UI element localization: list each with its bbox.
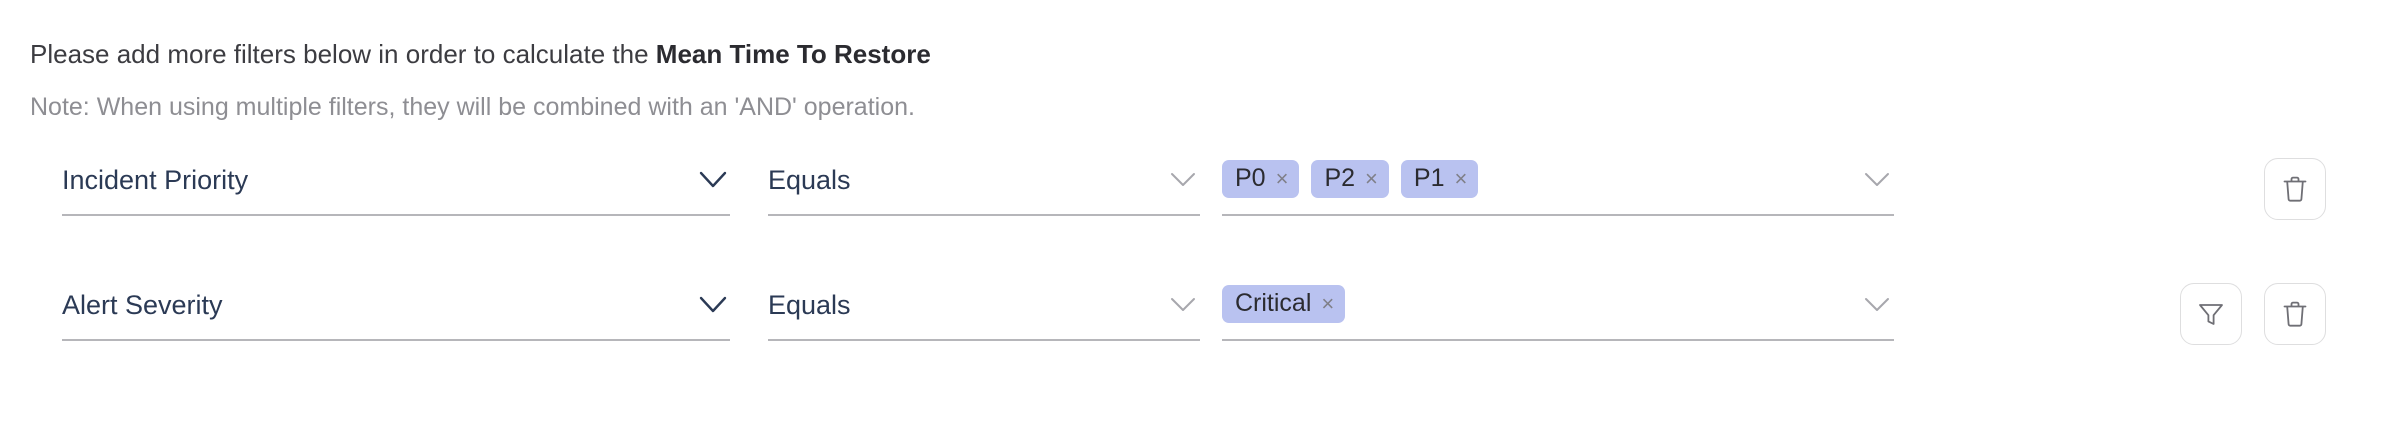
- operator-select[interactable]: Equals: [768, 150, 1200, 216]
- value-chip-label: P0: [1235, 164, 1266, 192]
- value-chip[interactable]: Critical ×: [1222, 285, 1346, 323]
- filter-row: Alert Severity Equals Critical ×: [0, 275, 2408, 400]
- operator-select-value: Equals: [768, 289, 851, 320]
- chevron-down-icon[interactable]: [1166, 163, 1200, 197]
- close-icon[interactable]: ×: [1275, 165, 1289, 191]
- operator-select[interactable]: Equals: [768, 275, 1200, 341]
- value-chip[interactable]: P2 ×: [1311, 160, 1389, 198]
- value-chip[interactable]: P1 ×: [1400, 160, 1479, 198]
- note-text: Note: When using multiple filters, they …: [30, 93, 915, 121]
- value-chip-list: P0 × P2 × P1 ×: [1222, 160, 1860, 204]
- trash-icon: [2282, 175, 2308, 203]
- values-multiselect[interactable]: Critical ×: [1222, 275, 1894, 341]
- value-chip-label: Critical: [1235, 289, 1312, 317]
- filter-rows: Incident Priority Equals P0 ×: [0, 150, 2408, 400]
- trash-icon: [2282, 300, 2308, 328]
- add-filter-button[interactable]: [2180, 283, 2242, 345]
- chevron-down-icon[interactable]: [696, 288, 730, 322]
- delete-filter-button[interactable]: [2264, 158, 2326, 220]
- value-chip-list: Critical ×: [1222, 285, 1860, 329]
- chevron-down-icon[interactable]: [696, 163, 730, 197]
- attribute-select-value: Alert Severity: [62, 289, 223, 320]
- operator-select-value: Equals: [768, 164, 851, 195]
- row-actions: [2264, 158, 2326, 220]
- page-title-metric: Mean Time To Restore: [655, 39, 931, 69]
- value-chip[interactable]: P0 ×: [1222, 160, 1300, 198]
- chevron-down-icon[interactable]: [1860, 288, 1894, 322]
- page-title-prefix: Please add more filters below in order t…: [30, 39, 656, 69]
- values-multiselect[interactable]: P0 × P2 × P1 ×: [1222, 150, 1894, 216]
- delete-filter-button[interactable]: [2264, 283, 2326, 345]
- close-icon[interactable]: ×: [1454, 165, 1468, 191]
- attribute-select-value: Incident Priority: [62, 164, 249, 195]
- row-actions: [2180, 283, 2326, 345]
- close-icon[interactable]: ×: [1365, 165, 1378, 191]
- chevron-down-icon[interactable]: [1860, 163, 1894, 197]
- chevron-down-icon[interactable]: [1166, 288, 1200, 322]
- value-chip-label: P2: [1324, 164, 1356, 192]
- filter-row: Incident Priority Equals P0 ×: [0, 150, 2408, 275]
- funnel-icon: [2197, 300, 2225, 328]
- attribute-select[interactable]: Incident Priority: [62, 150, 730, 216]
- attribute-select[interactable]: Alert Severity: [62, 275, 730, 341]
- page-title: Please add more filters below in order t…: [30, 38, 931, 70]
- close-icon[interactable]: ×: [1321, 290, 1335, 316]
- value-chip-label: P1: [1413, 164, 1445, 192]
